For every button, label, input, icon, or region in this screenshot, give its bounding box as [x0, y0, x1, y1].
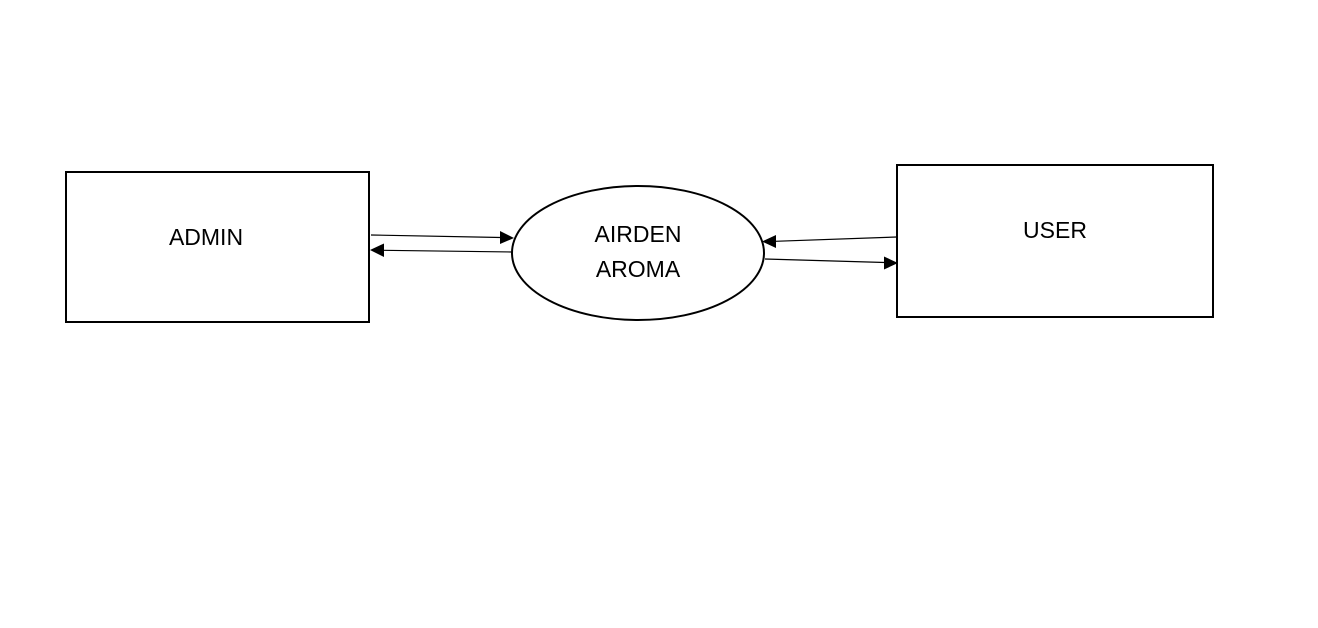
process-label-line2: AROMA [596, 256, 681, 282]
flow-admin-to-process-arrowhead [500, 231, 514, 244]
flow-process-to-admin [370, 243, 513, 257]
user-entity-box [896, 164, 1214, 318]
admin-entity: ADMIN [65, 171, 370, 323]
process-ellipse [511, 185, 765, 321]
admin-entity-label: ADMIN [169, 224, 243, 250]
flow-process-to-user-arrowhead [884, 256, 898, 270]
admin-entity-box [65, 171, 370, 323]
user-entity-label: USER [1023, 217, 1087, 243]
flow-admin-to-process [370, 231, 514, 244]
process-label-line1: AIRDEN [595, 221, 682, 247]
flow-process-to-admin-line [382, 249, 513, 253]
flow-user-to-process-line [774, 236, 898, 242]
flow-process-to-user [764, 256, 898, 270]
flow-user-to-process-arrowhead [762, 235, 776, 248]
flow-user-to-process [762, 235, 898, 248]
flow-process-to-user-line [764, 258, 886, 264]
user-entity: USER [896, 164, 1214, 318]
process-airden-aroma: AIRDEN AROMA [511, 185, 765, 321]
flow-admin-to-process-line [370, 234, 502, 239]
flow-process-to-admin-arrowhead [370, 243, 384, 257]
